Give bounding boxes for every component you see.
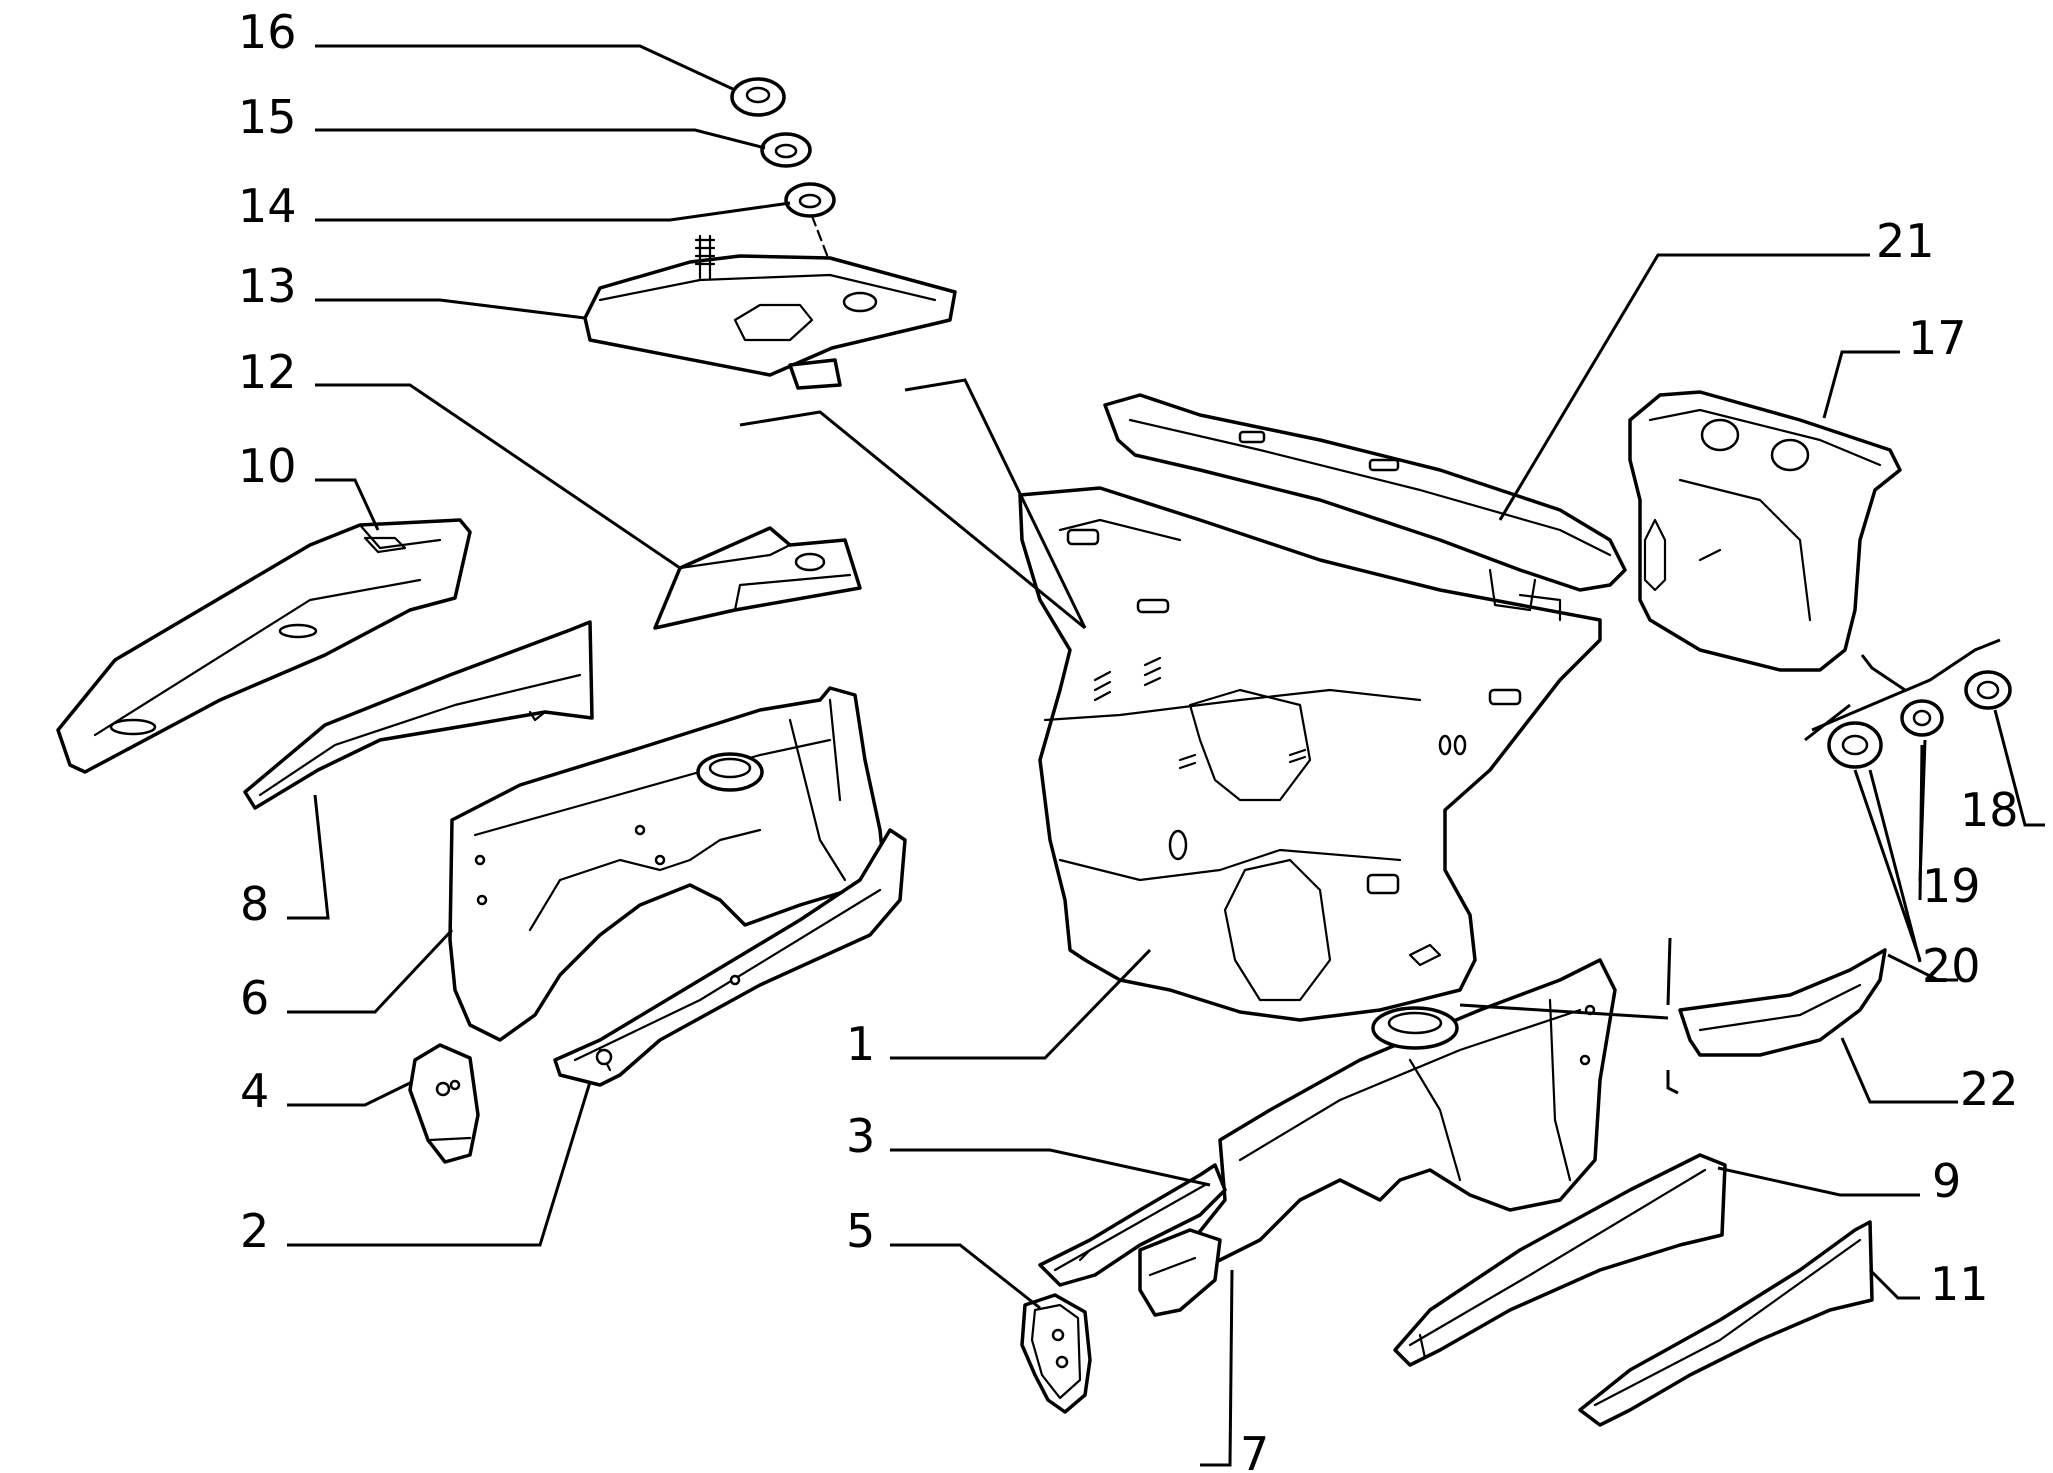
callout-11: 11 bbox=[1930, 1257, 1989, 1311]
callout-22: 22 bbox=[1960, 1062, 2019, 1116]
part-7-inner-wheelhouse-right bbox=[1138, 958, 1617, 1317]
callout-18: 18 bbox=[1960, 783, 2019, 837]
callout-5: 5 bbox=[846, 1204, 875, 1258]
part-11-floor-reinforcement bbox=[1578, 1220, 1874, 1427]
part-20-nut bbox=[1827, 721, 1883, 769]
callout-20: 20 bbox=[1922, 939, 1981, 993]
callout-8: 8 bbox=[240, 877, 269, 931]
part-17-strut-tower bbox=[1628, 390, 1902, 672]
part-9-floor-rail bbox=[1393, 1153, 1727, 1367]
leader-lines bbox=[287, 44, 2045, 1467]
callout-6: 6 bbox=[240, 971, 269, 1025]
callout-21: 21 bbox=[1876, 214, 1935, 268]
assembly-lines bbox=[739, 378, 2001, 1095]
part-2-front-rail bbox=[553, 828, 907, 1087]
callouts: 16 15 14 13 12 10 8 6 4 2 1 3 5 7 21 17 … bbox=[238, 5, 2019, 1473]
part-21-cross-member bbox=[1103, 393, 1627, 622]
callout-13: 13 bbox=[238, 259, 297, 313]
callout-1: 1 bbox=[846, 1017, 875, 1071]
callout-14: 14 bbox=[238, 179, 297, 233]
callout-2: 2 bbox=[240, 1204, 269, 1258]
part-18-flat-washer bbox=[1964, 670, 2012, 710]
part-10-side-member bbox=[56, 518, 472, 774]
part-8-reinforcement bbox=[243, 620, 594, 810]
part-12-bracket bbox=[653, 526, 862, 630]
part-3-lower-rail bbox=[1038, 1163, 1227, 1287]
callout-19: 19 bbox=[1922, 859, 1981, 913]
part-16-nut bbox=[730, 77, 786, 117]
part-19-spring-washer bbox=[1900, 699, 1944, 737]
callout-7: 7 bbox=[1240, 1427, 1269, 1473]
part-6-inner-wheelhouse bbox=[448, 686, 887, 1042]
part-13-battery-tray bbox=[583, 234, 957, 390]
callout-15: 15 bbox=[238, 90, 297, 144]
part-15-spring-washer bbox=[760, 132, 812, 168]
callout-9: 9 bbox=[1932, 1154, 1961, 1208]
callout-12: 12 bbox=[238, 345, 297, 399]
part-22-small-bracket bbox=[1678, 948, 1887, 1057]
callout-16: 16 bbox=[238, 5, 297, 59]
part-1-bulkhead-panel bbox=[1018, 486, 1602, 1022]
callout-4: 4 bbox=[240, 1064, 269, 1118]
callout-3: 3 bbox=[846, 1109, 875, 1163]
part-5-small-bracket bbox=[1020, 1293, 1092, 1414]
part-4-small-bracket bbox=[408, 1043, 480, 1164]
callout-17: 17 bbox=[1908, 311, 1967, 365]
callout-10: 10 bbox=[238, 439, 297, 493]
